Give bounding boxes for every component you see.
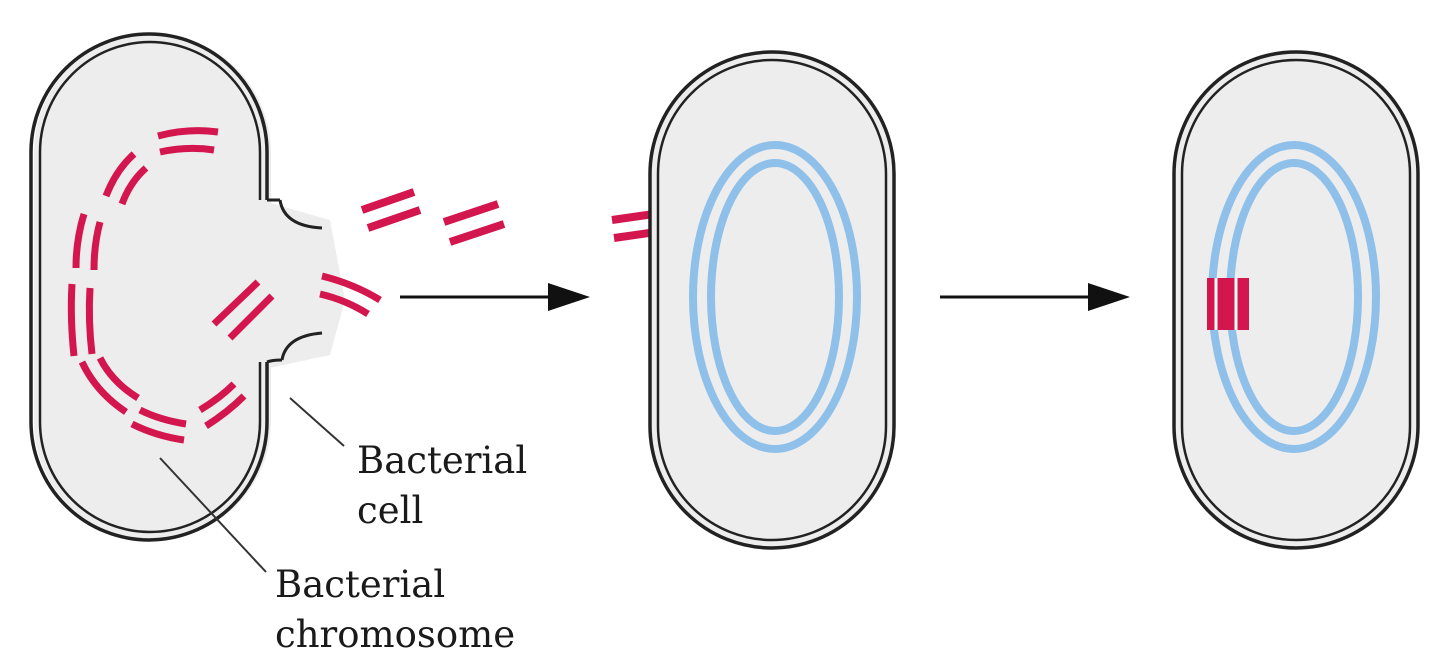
dna-fragment: [157, 127, 219, 140]
recipient-cell-wall-outer: [648, 50, 896, 550]
leader-line-chromosome: [159, 457, 267, 573]
transformed-cell-wall-inner: [1180, 58, 1412, 542]
label-line: Bacterial: [275, 563, 446, 606]
dna-fragment: [130, 420, 185, 444]
label-line: chromosome: [275, 613, 516, 656]
dna-fragment: [321, 272, 382, 303]
transformed-cell-wall-outer: [1172, 50, 1420, 550]
leader-line-cell: [289, 397, 345, 447]
label-line: Bacterial: [357, 439, 528, 482]
dna-fragment: [204, 393, 247, 429]
dna-fragment: [102, 151, 137, 198]
donor-chromosome-fragments: [67, 127, 382, 444]
dna-fragment: [78, 360, 128, 415]
donor-cell-wall-outer: [29, 32, 269, 542]
donor-cell-tear-lower: [280, 331, 323, 361]
dna-fragment: [67, 283, 78, 357]
donor-cell-tear-upper: [278, 199, 323, 230]
label-bacterial-chromosome: Bacterial chromosome: [275, 560, 515, 660]
recipient-cell: [648, 50, 896, 550]
dna-fragment: [360, 188, 416, 214]
lysing-donor-cell: [29, 32, 382, 542]
transformed-chromosome: [1207, 141, 1380, 453]
label-line: cell: [357, 489, 424, 532]
arrow-step-2: [940, 283, 1130, 311]
donor-cell-fill: [34, 34, 271, 540]
donor-cell-opening: [260, 200, 345, 370]
recipient-cell-wall-inner: [656, 58, 888, 542]
transformed-cell: [1172, 50, 1420, 550]
integrated-dna-segment: [1207, 278, 1249, 330]
label-bacterial-cell: Bacterial cell: [357, 436, 527, 536]
recipient-chromosome: [689, 141, 861, 453]
dna-fragment: [211, 279, 261, 327]
free-dna-fragments: [360, 188, 671, 246]
dna-fragment: [72, 212, 88, 269]
dna-fragment: [442, 200, 500, 226]
arrow-step-1: [400, 283, 590, 311]
